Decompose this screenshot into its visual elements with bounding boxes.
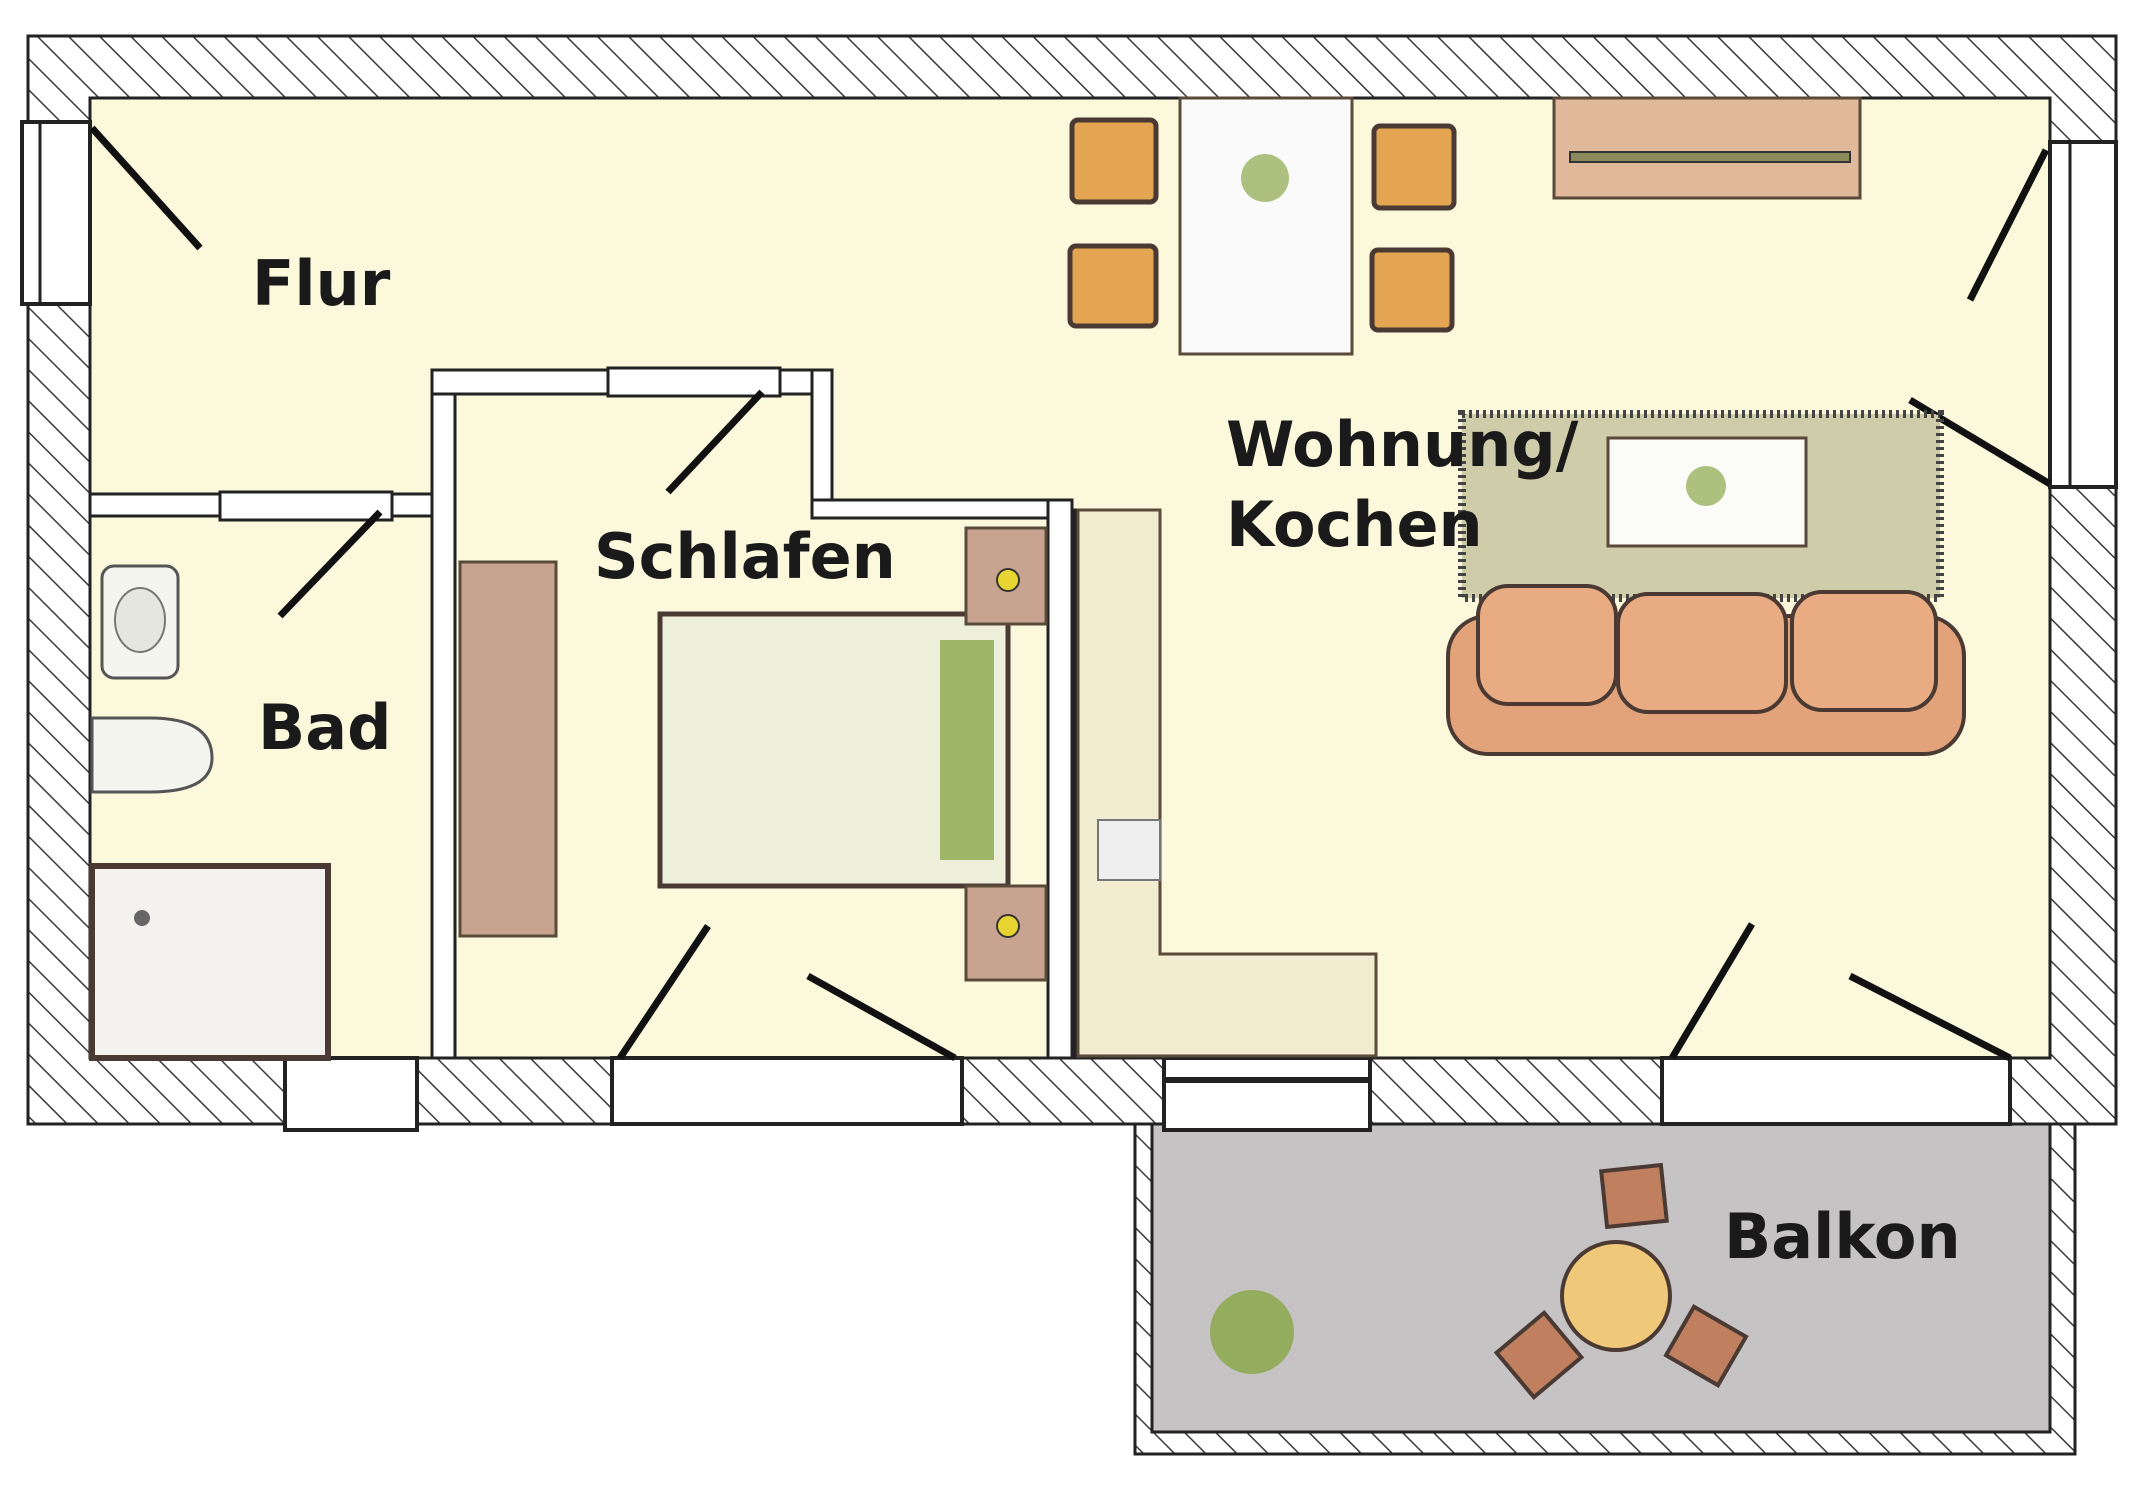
stove-icon	[1097, 819, 1161, 881]
window-schlafen-bottom	[610, 1056, 964, 1126]
chair-icon	[1599, 1162, 1669, 1230]
chair-icon	[1663, 1304, 1749, 1388]
windows	[20, 120, 2118, 1132]
room-label-schlafen: Schlafen	[594, 520, 896, 593]
doors	[218, 366, 782, 522]
chair-icon	[1067, 243, 1159, 329]
chair-icon	[1369, 247, 1455, 333]
sideboard-icon	[1552, 96, 1862, 200]
sofa-icon	[1446, 584, 1966, 756]
window-bad-bottom	[283, 1056, 419, 1132]
chair-icon	[1069, 117, 1159, 205]
room-labels: Flur Bad Schlafen Wohnung/ Kochen Balkon	[252, 247, 1961, 1273]
dining-set	[1067, 96, 1457, 356]
plant-icon	[1210, 1290, 1294, 1374]
living-area	[1446, 410, 1966, 756]
door-swings	[89, 125, 2052, 1062]
window-flur-left	[20, 120, 92, 306]
toilet-icon	[90, 716, 214, 794]
window-living-bottom	[1660, 1056, 2012, 1126]
room-label-flur: Flur	[252, 247, 391, 320]
bedroom-furniture	[458, 526, 1048, 982]
chair-icon	[1371, 123, 1457, 211]
room-label-kochen: Kochen	[1226, 488, 1483, 561]
room-label-bad: Bad	[258, 691, 391, 764]
balcony-table-icon	[1560, 1240, 1672, 1352]
window-living-right	[2048, 140, 2118, 489]
kitchen-counter	[1076, 508, 1378, 1058]
balcony-furniture	[1210, 1162, 1749, 1400]
room-label-balkon: Balkon	[1724, 1200, 1961, 1273]
sideboard	[1552, 96, 1862, 200]
wardrobe-icon	[458, 560, 558, 938]
room-label-wohnung: Wohnung/	[1226, 408, 1579, 481]
window-kitchen-bottom	[1162, 1056, 1372, 1132]
bathroom-fixtures	[89, 564, 331, 1061]
shower-tray-icon	[89, 863, 331, 1061]
dining-table-icon	[1178, 96, 1354, 356]
chair-icon	[1493, 1310, 1585, 1400]
